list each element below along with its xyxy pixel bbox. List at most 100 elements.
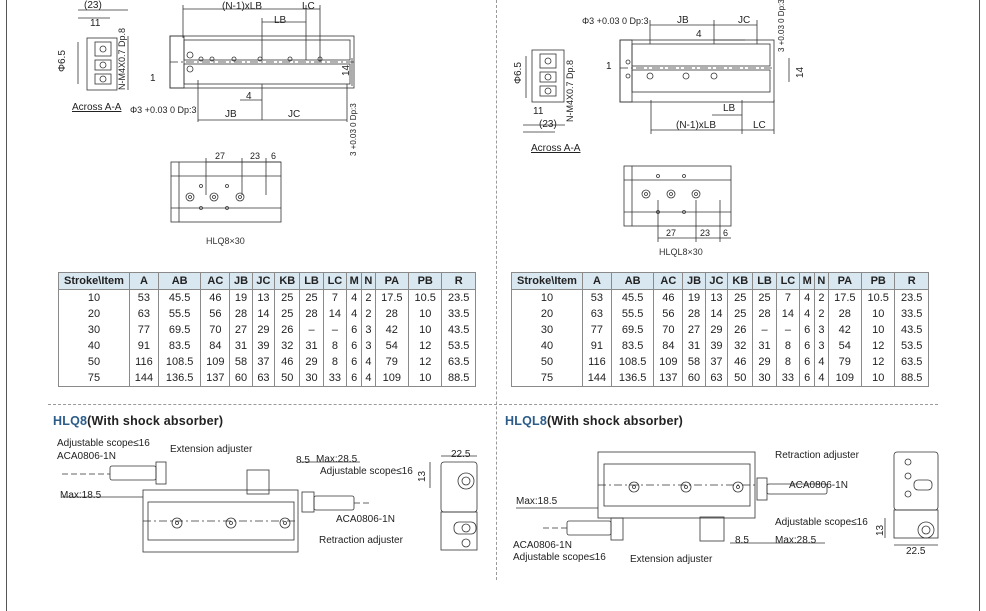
table-header-cell: PA <box>374 272 410 290</box>
dim-4-left: 4 <box>246 91 252 102</box>
section-title-left-suffix: (With shock absorber) <box>87 414 224 428</box>
table-cell: 4 <box>346 289 363 306</box>
table-cell: 63 <box>251 370 276 387</box>
table-cell: 6 <box>799 322 816 338</box>
table-cell: 14 <box>775 306 801 322</box>
horizontal-divider <box>48 404 938 405</box>
table-cell: 108.5 <box>157 354 202 370</box>
table-cell: 10 <box>408 306 443 322</box>
table-cell: – <box>322 322 348 338</box>
table-cell: 69.5 <box>157 322 202 338</box>
table-cell: 25 <box>274 306 301 322</box>
extension-adjuster-left: Extension adjuster <box>170 444 253 455</box>
adjustable-scope-right-2: Adjustable scope≤16 <box>513 552 606 563</box>
table-cell: 12 <box>408 354 443 370</box>
depth3-left: 3 +0.03 0 Dp:3 <box>349 103 358 156</box>
table-cell: 56 <box>200 306 231 322</box>
table-cell: 26 <box>274 322 301 338</box>
table-cell: 83.5 <box>610 338 655 354</box>
table-cell: 40 <box>511 338 583 354</box>
right-section-body <box>531 49 565 103</box>
table-header-cell: JC <box>251 272 276 290</box>
table-cell: 53 <box>582 289 612 306</box>
table-cell: 39 <box>251 338 276 354</box>
lb-left: LB <box>274 15 287 26</box>
table-cell: 30 <box>58 322 130 338</box>
across-aa-left: Across A-A <box>72 102 122 113</box>
table-cell: 84 <box>653 338 684 354</box>
table-cell: 7 <box>322 289 348 306</box>
table-cell: 137 <box>653 370 684 387</box>
table-cell: 3 <box>814 338 829 354</box>
table-cell: 2 <box>814 289 829 306</box>
vertical-divider <box>496 0 497 580</box>
extension-adjuster-right: Extension adjuster <box>630 554 713 565</box>
table-header-cell: AC <box>200 272 231 290</box>
table-cell: 109 <box>653 354 684 370</box>
table-cell: 12 <box>861 338 896 354</box>
dim-11-right: 11 <box>533 106 544 117</box>
table-cell: 3 <box>361 322 376 338</box>
table-cell: 83.5 <box>157 338 202 354</box>
table-cell: 136.5 <box>157 370 202 387</box>
table-cell: 26 <box>727 322 754 338</box>
table-cell: 14 <box>251 306 276 322</box>
jc-left: JC <box>288 109 301 120</box>
table-header-cell: Stroke\Item <box>58 272 130 290</box>
caption-right: HLQL8×30 <box>659 247 703 257</box>
table-cell: 20 <box>511 306 583 322</box>
table-cell: 63 <box>129 306 159 322</box>
table-cell: 46 <box>727 354 754 370</box>
table-cell: 17.5 <box>374 289 410 306</box>
dim-1-left: 1 <box>150 73 156 84</box>
hole-left: Φ3 +0.03 0 Dp:3 <box>130 105 197 115</box>
table-cell: – <box>775 322 801 338</box>
table-cell: 60 <box>682 370 706 387</box>
table-cell: 50 <box>274 370 301 387</box>
section-title-left: HLQ8(With shock absorber) <box>53 414 223 428</box>
table-cell: 30 <box>299 370 324 387</box>
section-title-left-prefix: HLQ8 <box>53 414 88 428</box>
table-cell: 28 <box>299 306 324 322</box>
table-cell: 32 <box>727 338 754 354</box>
max185-right: Max:18.5 <box>516 496 558 507</box>
d23-left: 23 <box>250 151 261 161</box>
table-cell: 4 <box>799 289 816 306</box>
table-cell: 79 <box>827 354 863 370</box>
table-cell: 2 <box>361 306 376 322</box>
table-header-cell: PA <box>827 272 863 290</box>
table-cell: 29 <box>299 354 324 370</box>
d225-left: 22.5 <box>451 449 471 460</box>
table-cell: 30 <box>511 322 583 338</box>
table-cell: 46 <box>200 289 231 306</box>
table-cell: 10 <box>58 289 130 306</box>
table-cell: 6 <box>799 338 816 354</box>
table-cell: 2 <box>361 289 376 306</box>
table-cell: 2 <box>814 306 829 322</box>
jb-right: JB <box>677 15 689 26</box>
table-cell: 33.5 <box>441 306 476 322</box>
table-cell: 63.5 <box>441 354 476 370</box>
table-cell: 23.5 <box>441 289 476 306</box>
left-section-body <box>86 37 118 91</box>
table-cell: 14 <box>704 306 729 322</box>
table-cell: 19 <box>229 289 253 306</box>
max185-left: Max:18.5 <box>60 490 102 501</box>
aca-right-1: ACA0806-1N <box>789 480 848 491</box>
dim-4-right: 4 <box>696 29 702 40</box>
d13-right: 13 <box>875 524 886 536</box>
table-header-cell: AB <box>610 272 655 290</box>
table-cell: 7 <box>775 289 801 306</box>
table-cell: 4 <box>346 306 363 322</box>
table-cell: 116 <box>129 354 159 370</box>
table-cell: 20 <box>58 306 130 322</box>
dim-14-right: 14 <box>795 66 806 78</box>
phi65-left: Φ6.5 <box>57 50 68 72</box>
